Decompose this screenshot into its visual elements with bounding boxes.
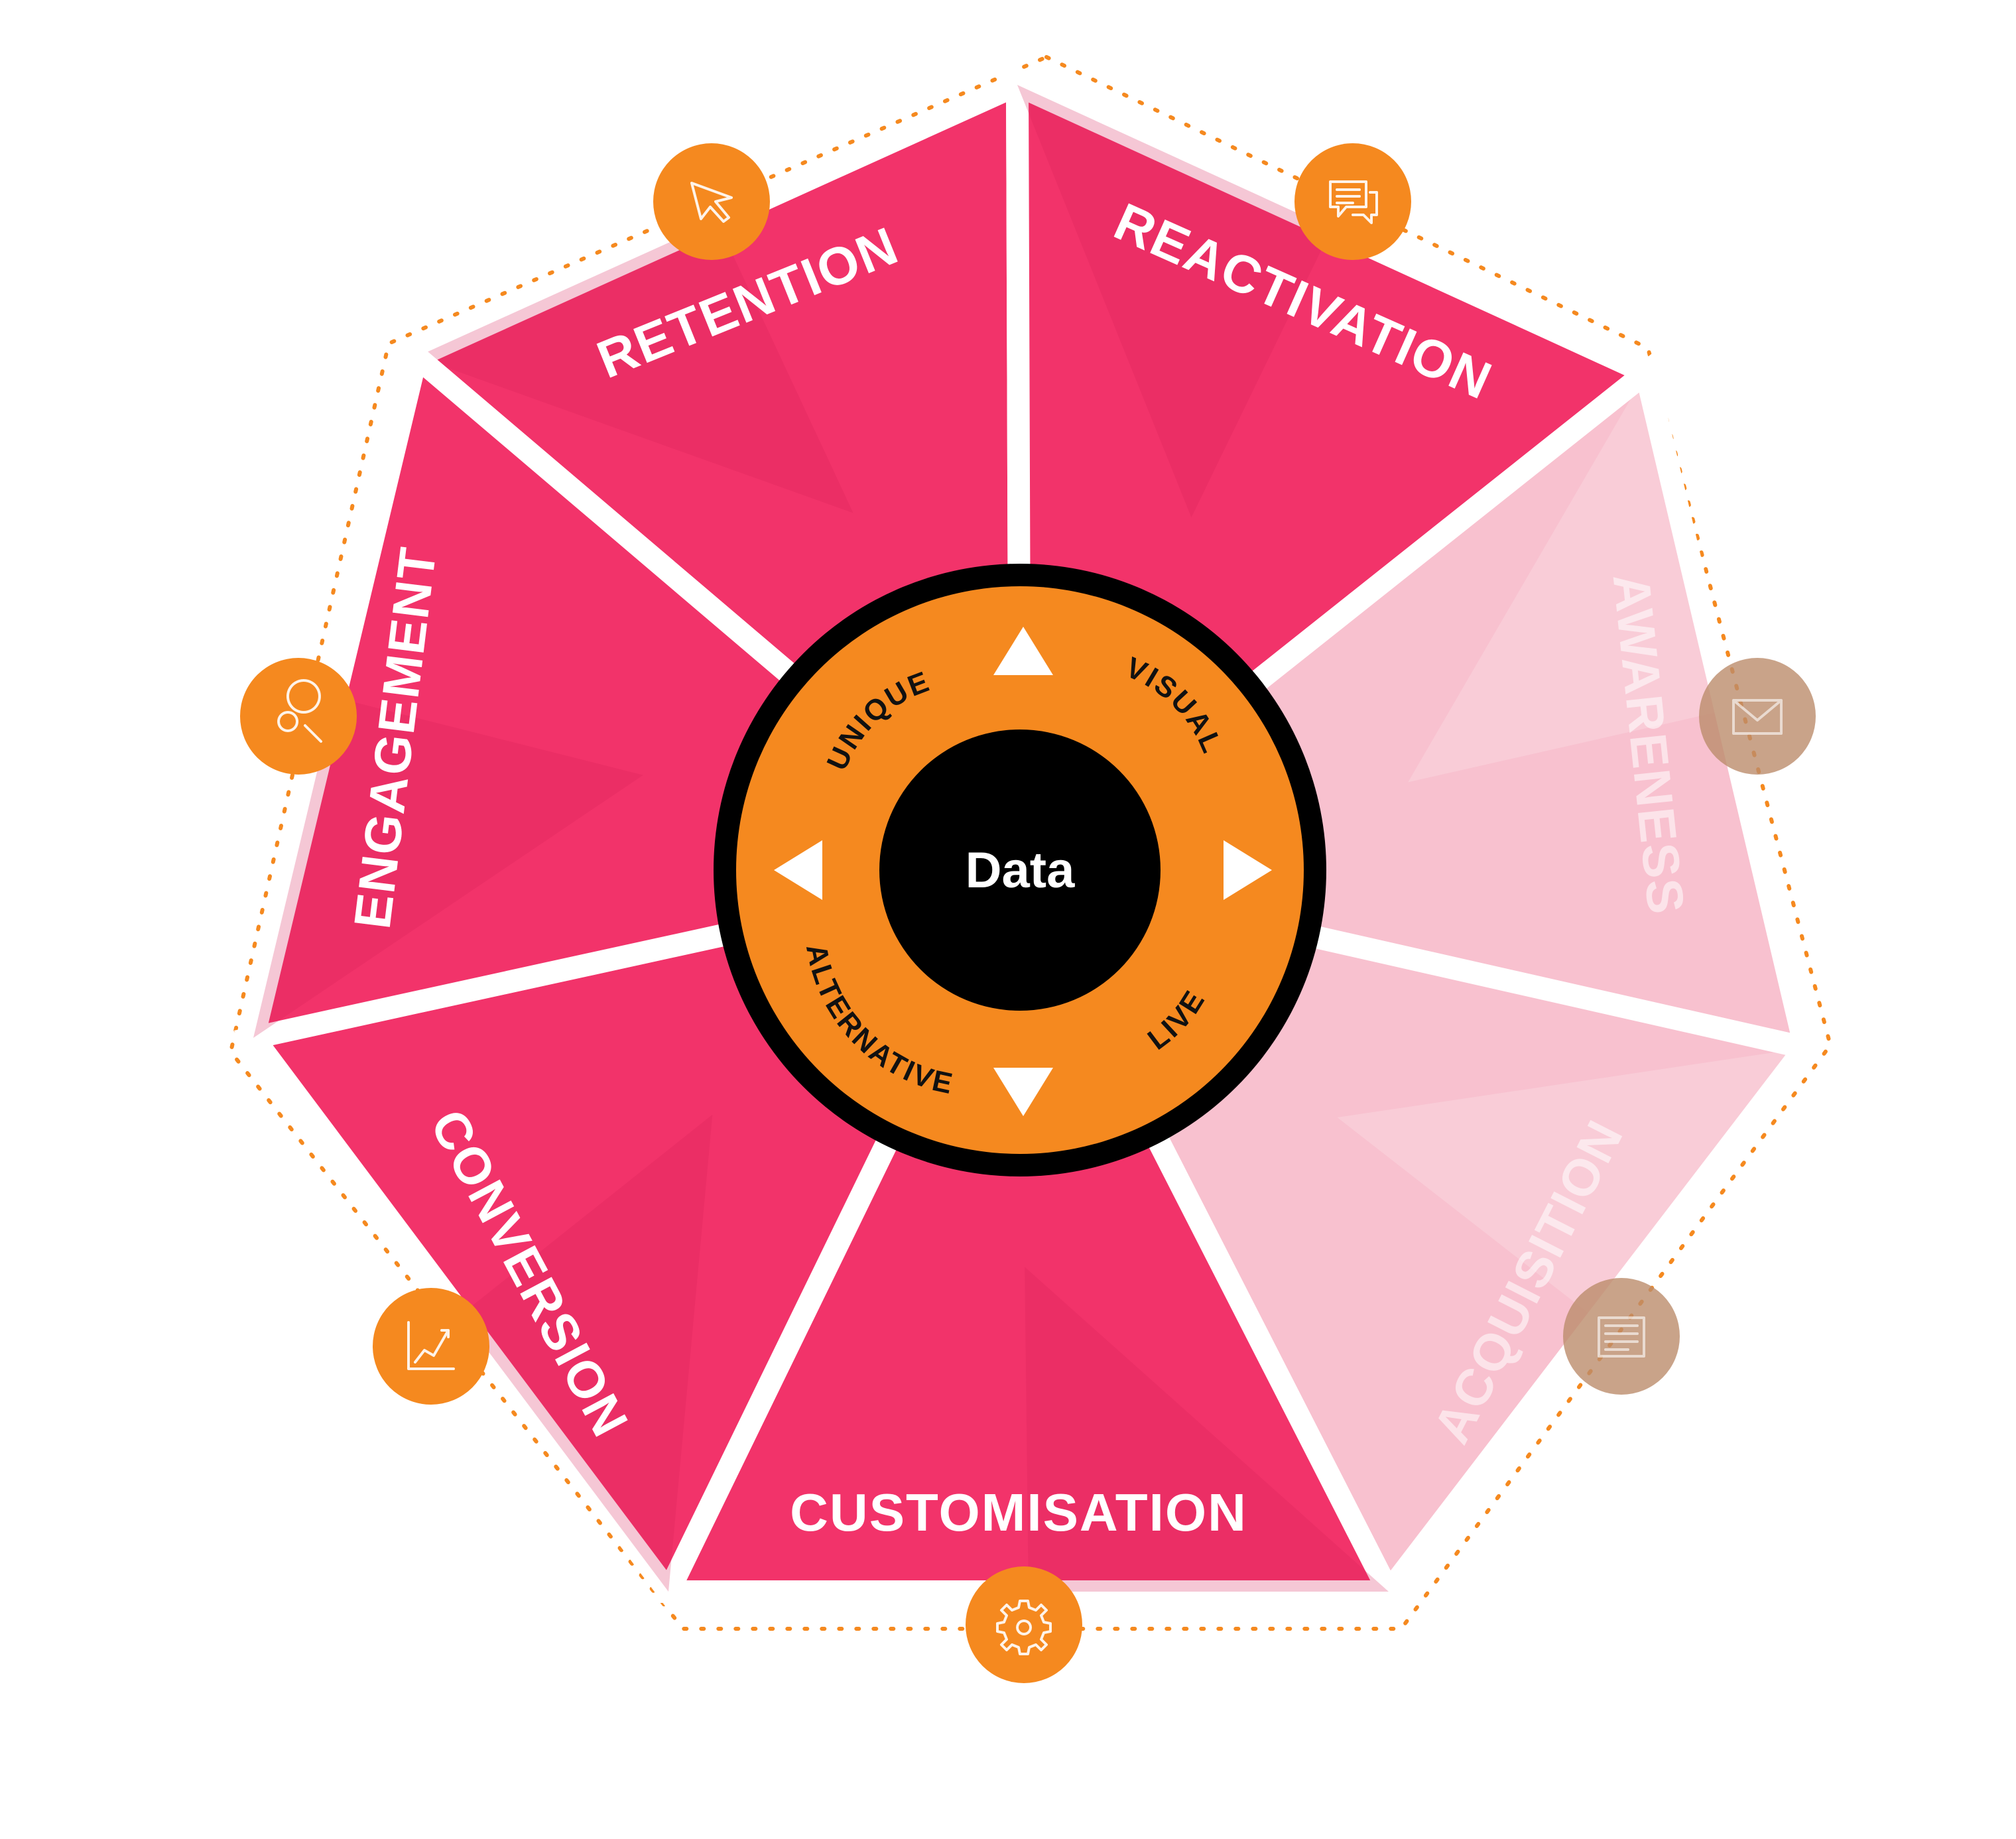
arrow-left-icon	[774, 840, 822, 900]
segment-icons	[240, 143, 1816, 1683]
hub-core	[879, 729, 1161, 1011]
magnifier-icon	[240, 658, 357, 775]
segment-texture	[1337, 1048, 1805, 1320]
envelope-icon	[1699, 658, 1816, 775]
arrow-up-icon	[993, 627, 1053, 675]
hub: UNIQUE VISUAL LIVE ALTERNATIVE Data	[714, 564, 1326, 1176]
cursor-icon	[653, 143, 770, 260]
arrow-right-icon	[1224, 840, 1272, 900]
chart-icon	[373, 1288, 489, 1405]
segment-texture	[1408, 373, 1726, 783]
center-label: Data	[966, 842, 1075, 899]
arrow-down-icon	[993, 1068, 1053, 1116]
segment-texture	[1025, 1267, 1389, 1592]
gear-icon	[966, 1566, 1082, 1683]
segment-texture	[253, 697, 643, 1038]
segment-label-customisation: CUSTOMISATION	[790, 1483, 1247, 1542]
segment-texture	[416, 221, 853, 513]
chat-bubbles-icon	[1294, 143, 1411, 260]
segment-texture	[461, 1114, 713, 1592]
document-icon	[1563, 1278, 1680, 1395]
segment-texture	[1017, 85, 1332, 518]
